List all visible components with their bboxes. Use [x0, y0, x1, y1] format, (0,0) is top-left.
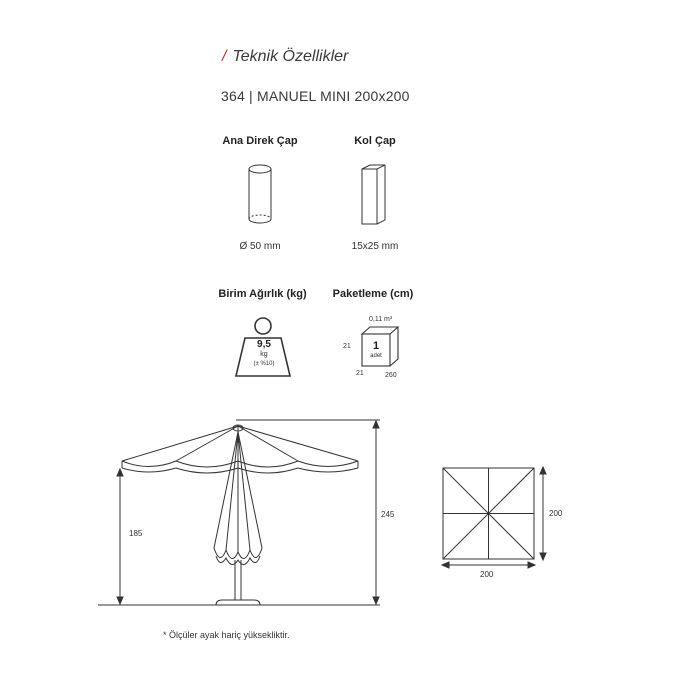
weight-tolerance: (± %10)	[253, 361, 275, 367]
closed-fold	[225, 431, 239, 551]
packaging-height: 21	[343, 343, 351, 350]
top-depth-label: 200	[549, 509, 563, 518]
arm-size-title: Kol Çap	[354, 135, 396, 147]
canopy-rib	[237, 425, 359, 462]
footnote: * Ölçüler ayak hariç yüksekliktir.	[163, 630, 290, 640]
canopy-finial	[232, 424, 244, 432]
closed-valance	[213, 547, 263, 559]
packaging-depth: 21	[356, 370, 364, 377]
packaging-length: 260	[385, 372, 397, 379]
packaging-count: 1	[372, 340, 380, 352]
section-header: / Teknik Özellikler	[222, 48, 348, 66]
weight-icon	[234, 317, 292, 377]
header-slash: /	[222, 48, 227, 65]
closed-fold	[213, 431, 239, 549]
pole-cylinder-icon	[248, 164, 272, 224]
arm-bar-icon	[361, 164, 386, 225]
canopy-rib	[121, 425, 239, 462]
packaging-count-unit: adet	[370, 353, 382, 359]
model-title: 364 | MANUEL MINI 200x200	[221, 88, 410, 104]
unit-weight-title: Birim Ağırlık (kg)	[218, 288, 307, 300]
height-185-label: 185	[129, 529, 143, 538]
header-title: Teknik Özellikler	[232, 48, 349, 65]
weight-value: 9,5	[257, 339, 271, 350]
weight-unit: kg	[260, 351, 268, 358]
pole-diameter-title: Ana Direk Çap	[222, 135, 298, 147]
canopy-rib	[175, 425, 239, 462]
canopy-rib	[237, 425, 299, 462]
base	[215, 599, 261, 606]
package-box-icon	[360, 326, 400, 367]
arm-size-value: 15x25 mm	[351, 241, 399, 252]
packaging-title: Paketleme (cm)	[332, 288, 414, 300]
pole-diameter-value: Ø 50 mm	[239, 241, 281, 252]
packaging-volume: 0,11 m³	[369, 316, 393, 323]
top-width-label: 200	[480, 570, 494, 579]
height-245-label: 245	[381, 510, 395, 519]
closed-fold	[237, 431, 263, 549]
closed-fold	[237, 431, 251, 551]
